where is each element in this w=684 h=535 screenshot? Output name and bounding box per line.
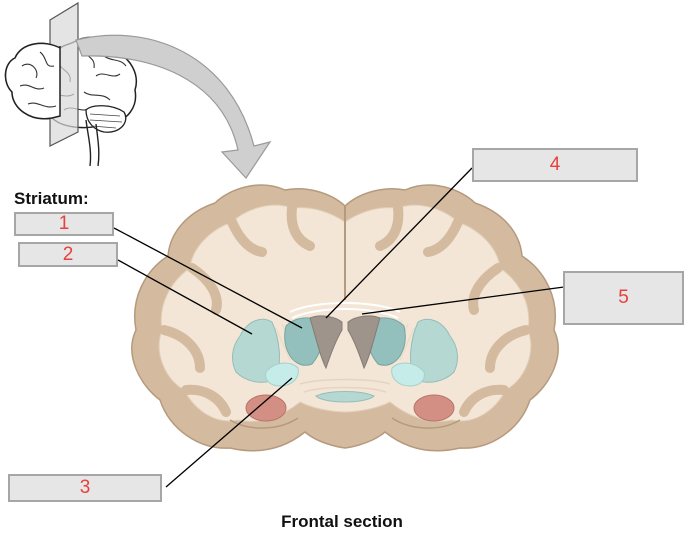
label-box-5[interactable]: 5 [563,271,684,325]
frontal-section [131,184,559,452]
amygdala-left [245,394,287,422]
leader-line-1 [113,227,303,329]
curved-arrow-icon [75,34,272,179]
leader-line-3 [165,377,293,488]
label-number-4: 4 [549,154,561,175]
label-box-4[interactable]: 4 [472,148,638,182]
globus-pallidus-right [391,362,425,387]
lateral-ventricle-right [347,315,381,370]
amygdala-right [413,394,455,422]
striatum-heading: Striatum: [14,189,89,208]
leader-line-5 [361,286,565,315]
label-box-3[interactable]: 3 [8,474,162,502]
diagram-caption: Frontal section [281,512,403,531]
leader-line-2 [117,259,253,335]
label-box-2[interactable]: 2 [18,242,118,267]
label-number-5: 5 [618,287,629,308]
label-number-2: 2 [62,243,74,265]
leader-line-4 [325,167,473,319]
brain-orientation-icon [4,1,137,167]
label-box-1[interactable]: 1 [14,212,114,236]
label-number-3: 3 [79,477,91,498]
leader-lines [113,167,565,488]
label-number-1: 1 [58,213,70,234]
